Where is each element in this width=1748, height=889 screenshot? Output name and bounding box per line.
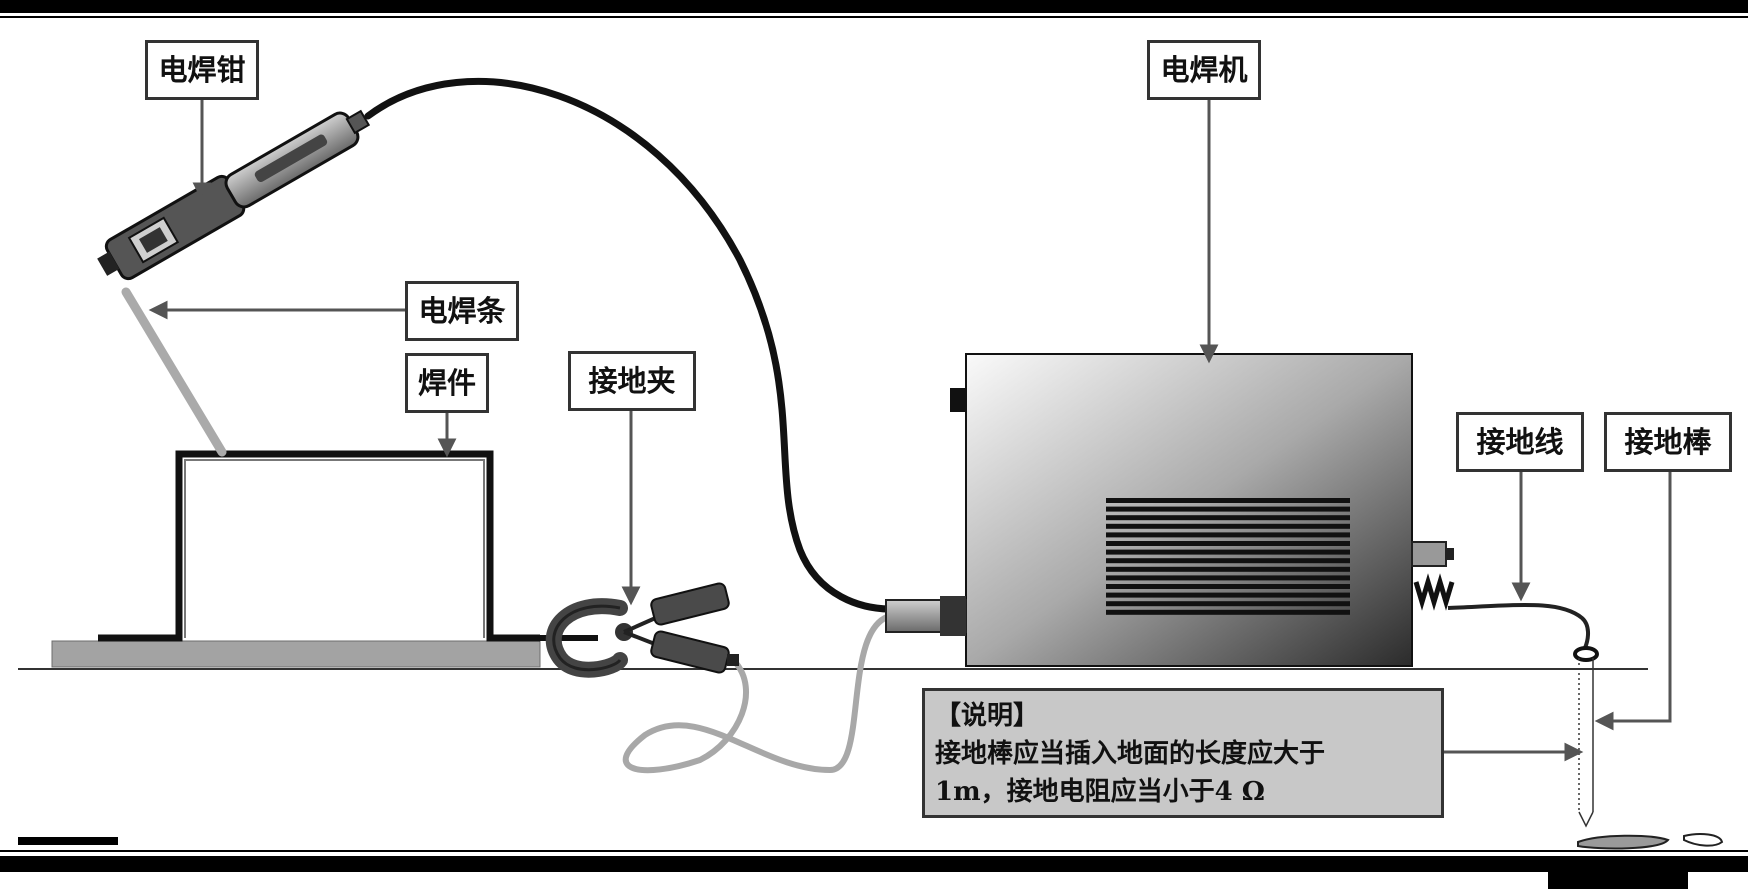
base-plate bbox=[51, 640, 541, 668]
callout-arrows bbox=[148, 100, 1672, 762]
vent-slat bbox=[1106, 506, 1350, 512]
note-line-1: 接地棒应当插入地面的长度应大于 bbox=[935, 739, 1326, 769]
welding-cable bbox=[364, 77, 899, 613]
machine-vent-grille bbox=[1106, 498, 1350, 615]
vent-slat bbox=[1106, 558, 1350, 564]
vent-slat bbox=[1106, 609, 1350, 615]
vent-slat bbox=[1106, 515, 1350, 521]
vent-slat bbox=[1106, 532, 1350, 538]
vent-slat bbox=[1106, 601, 1350, 607]
label-ground-clamp: 接地夹 bbox=[568, 351, 696, 411]
vent-slat bbox=[1106, 549, 1350, 555]
label-electrode-holder: 电焊钳 bbox=[145, 40, 259, 100]
electrode-rod bbox=[121, 287, 227, 457]
ground-debris bbox=[1577, 833, 1724, 850]
ground-clamp bbox=[532, 582, 739, 678]
label-ground-wire: 接地线 bbox=[1456, 412, 1584, 472]
ground-cable bbox=[622, 612, 898, 774]
note-box: 【说明】 接地棒应当插入地面的长度应大于 1m，接地电阻应当小于4 Ω bbox=[922, 688, 1444, 818]
ground-rod bbox=[1578, 658, 1594, 828]
vent-slat bbox=[1106, 584, 1350, 589]
vent-slat bbox=[1106, 523, 1350, 529]
label-ground-rod: 接地棒 bbox=[1604, 412, 1732, 472]
label-welding-machine: 电焊机 bbox=[1147, 40, 1261, 100]
workpiece-inner bbox=[184, 459, 485, 638]
vent-slat bbox=[1106, 498, 1350, 503]
vent-slat bbox=[1106, 575, 1350, 581]
note-title: 【说明】 bbox=[935, 701, 1040, 731]
workpiece bbox=[98, 450, 540, 642]
ground-wire bbox=[1447, 603, 1590, 649]
vent-slat bbox=[1106, 592, 1350, 598]
vent-slat bbox=[1106, 566, 1350, 572]
electrode-holder bbox=[97, 109, 371, 281]
label-workpiece: 焊件 bbox=[405, 353, 489, 413]
vent-slat bbox=[1106, 541, 1350, 546]
ground-wire-loop bbox=[1573, 646, 1599, 662]
label-electrode: 电焊条 bbox=[405, 281, 519, 341]
note-line-2: 1m，接地电阻应当小于4 Ω bbox=[935, 777, 1265, 807]
